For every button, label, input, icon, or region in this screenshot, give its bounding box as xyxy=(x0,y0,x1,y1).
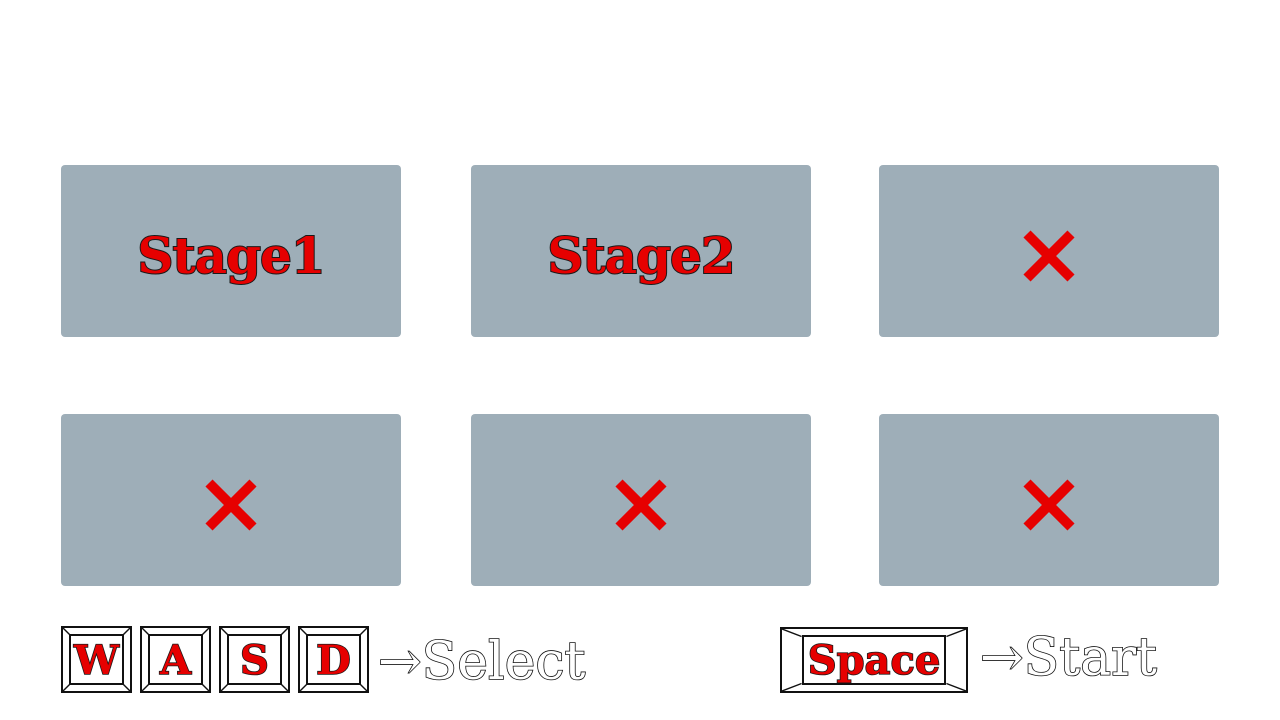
key-space: Space xyxy=(780,627,968,693)
stage-tile-label: Stage2 xyxy=(546,226,736,285)
stage-tile-4-locked[interactable] xyxy=(61,414,401,586)
key-bevel xyxy=(63,628,130,691)
stage-tile-6-locked[interactable] xyxy=(879,414,1219,586)
cross-icon xyxy=(1023,479,1075,531)
stage-tile-3-locked[interactable] xyxy=(879,165,1219,337)
key-bevel xyxy=(782,629,966,691)
key-bevel xyxy=(300,628,367,691)
select-hint: →Select xyxy=(377,632,586,692)
cross-icon xyxy=(205,479,257,531)
key-bevel xyxy=(221,628,288,691)
key-label-a: A xyxy=(159,636,192,684)
stage-tile-label: Stage1 xyxy=(136,226,326,285)
stage-tile-1[interactable]: Stage1 xyxy=(61,165,401,337)
key-label-s: S xyxy=(239,636,269,684)
stage-tile-2[interactable]: Stage2 xyxy=(471,165,811,337)
key-bevel xyxy=(142,628,209,691)
key-w: W xyxy=(61,626,132,693)
key-a: A xyxy=(140,626,211,693)
cross-icon xyxy=(1023,230,1075,282)
start-hint: →Start xyxy=(979,628,1157,688)
key-label-w: W xyxy=(73,636,120,684)
key-d: D xyxy=(298,626,369,693)
stage-tile-5-locked[interactable] xyxy=(471,414,811,586)
key-label-space: Space xyxy=(807,637,941,684)
cross-icon xyxy=(615,479,667,531)
key-s: S xyxy=(219,626,290,693)
key-label-d: D xyxy=(315,636,351,684)
